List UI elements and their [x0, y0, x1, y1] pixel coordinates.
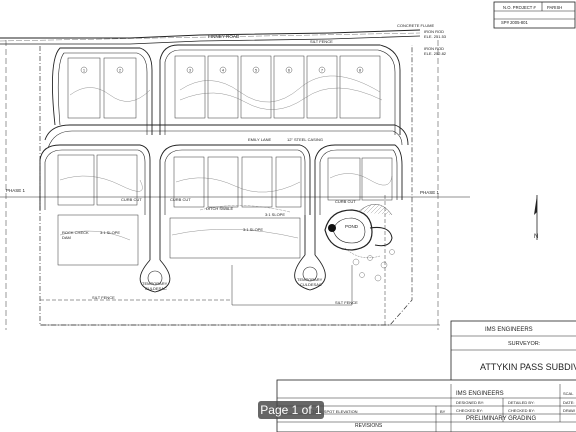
temp-culdesac-2b-label: CULDESAC	[300, 282, 322, 287]
slope-1-label: 3:1 SLOPE	[100, 230, 120, 235]
slope-2-label: 3:1 SLOPE	[243, 227, 263, 232]
lot-number: 3	[189, 68, 191, 72]
elev-1-label: ELE. 251.53	[424, 34, 447, 39]
by-label: BY	[440, 409, 446, 414]
concrete-flume-label: CONCRETE FLUME	[397, 23, 434, 28]
north-arrow: N	[534, 195, 538, 240]
parish-label: PARISH	[547, 5, 562, 10]
lot-number: 5	[255, 68, 257, 72]
curb-cut-3-label: CURB CUT	[335, 199, 356, 204]
streets	[39, 44, 409, 293]
phase-line: PHASE 1 PHASE 1	[0, 188, 470, 198]
temp-culdesac-2-label: TEMPORARY	[297, 277, 323, 282]
scale-label: SCAL	[563, 391, 574, 396]
iron-rod-1-label: IRON ROD	[424, 29, 444, 34]
emily-lane-label: EMILY LANE	[248, 137, 272, 142]
silt-fence-3-label: SILT FENCE	[310, 39, 333, 44]
drawn-label: DRAW	[563, 408, 575, 413]
lot-number: 4	[222, 68, 224, 72]
rock-check-dam-label: DAM	[62, 235, 71, 240]
road-label: FINNEY ROAD	[208, 34, 240, 39]
sheet-title: PRELIMINARY GRADING	[466, 416, 536, 422]
finney-road: FINNEY ROAD	[0, 29, 421, 45]
silt-fence-2-label: SILT FENCE	[335, 300, 358, 305]
date-label: DATE:	[563, 400, 574, 405]
parcel-lines	[40, 195, 440, 326]
silt-fence-1-label: SILT FENCE	[92, 295, 115, 300]
curb-cut-2-label: CURB CUT	[170, 197, 191, 202]
temp-culdesac-1-label: TEMPORARY	[142, 281, 168, 286]
pond: POND	[324, 204, 395, 282]
plan-annotations: CONCRETE FLUME IRON ROD ELE. 251.53 IRON…	[62, 23, 447, 305]
iron-rod-2-label: IRON ROD	[424, 46, 444, 51]
lots	[57, 55, 393, 266]
pond-label: POND	[345, 224, 359, 229]
contours	[59, 75, 393, 241]
surveyor-label: SURVEYOR:	[508, 341, 541, 347]
detailed-by-label: DETAILED BY:	[508, 400, 535, 405]
rock-check-label: ROCK CHECK	[62, 230, 89, 235]
page-indicator: Page 1 of 1	[258, 401, 324, 419]
firm-name: IMS ENGINEERS	[456, 391, 504, 397]
title-block-text: IMS ENGINEERS SURVEYOR: ATTYKIN PASS SUB…	[312, 327, 576, 429]
engineer-name: IMS ENGINEERS	[485, 327, 533, 333]
elev-2-label: ELE. 252.82	[424, 51, 447, 56]
project-no-label: N.O. PROJECT #	[503, 5, 536, 10]
revisions-label: REVISIONS	[355, 423, 383, 429]
spot-elevation-note: TION: SPOT ELEVATION	[312, 409, 358, 414]
ditch-swale-label: DITCH SWALE	[206, 206, 234, 211]
temp-culdesac-1b-label: CULDESAC	[145, 286, 167, 291]
header-box: N.O. PROJECT # PARISH SP# 2005-801	[493, 1, 576, 29]
north-label: N	[534, 234, 538, 240]
sp-number: SP# 2005-801	[501, 20, 528, 25]
checked-by-2-label: CHECKED BY:	[508, 408, 535, 413]
lot-number: 2	[119, 68, 121, 72]
title-block	[276, 320, 576, 432]
phase-left-label: PHASE 1	[6, 188, 26, 193]
lot-number: 1	[83, 68, 85, 72]
checked-by-1-label: CHECKED BY:	[456, 408, 483, 413]
project-title: ATTYKIN PASS SUBDIV	[480, 362, 576, 372]
phase-right-label: PHASE 1	[420, 190, 440, 195]
lot-number: 8	[359, 68, 361, 72]
slope-3-label: 3:1 SLOPE	[265, 212, 285, 217]
casing-label: 12" STEEL CASING	[287, 137, 323, 142]
designed-by-label: DESIGNED BY:	[456, 400, 484, 405]
lot-markers: 1 2 3 4 5 6 7 8	[80, 66, 364, 74]
lot-number: 6	[288, 68, 290, 72]
curb-cut-1-label: CURB CUT	[121, 197, 142, 202]
lot-number: 7	[321, 68, 323, 72]
